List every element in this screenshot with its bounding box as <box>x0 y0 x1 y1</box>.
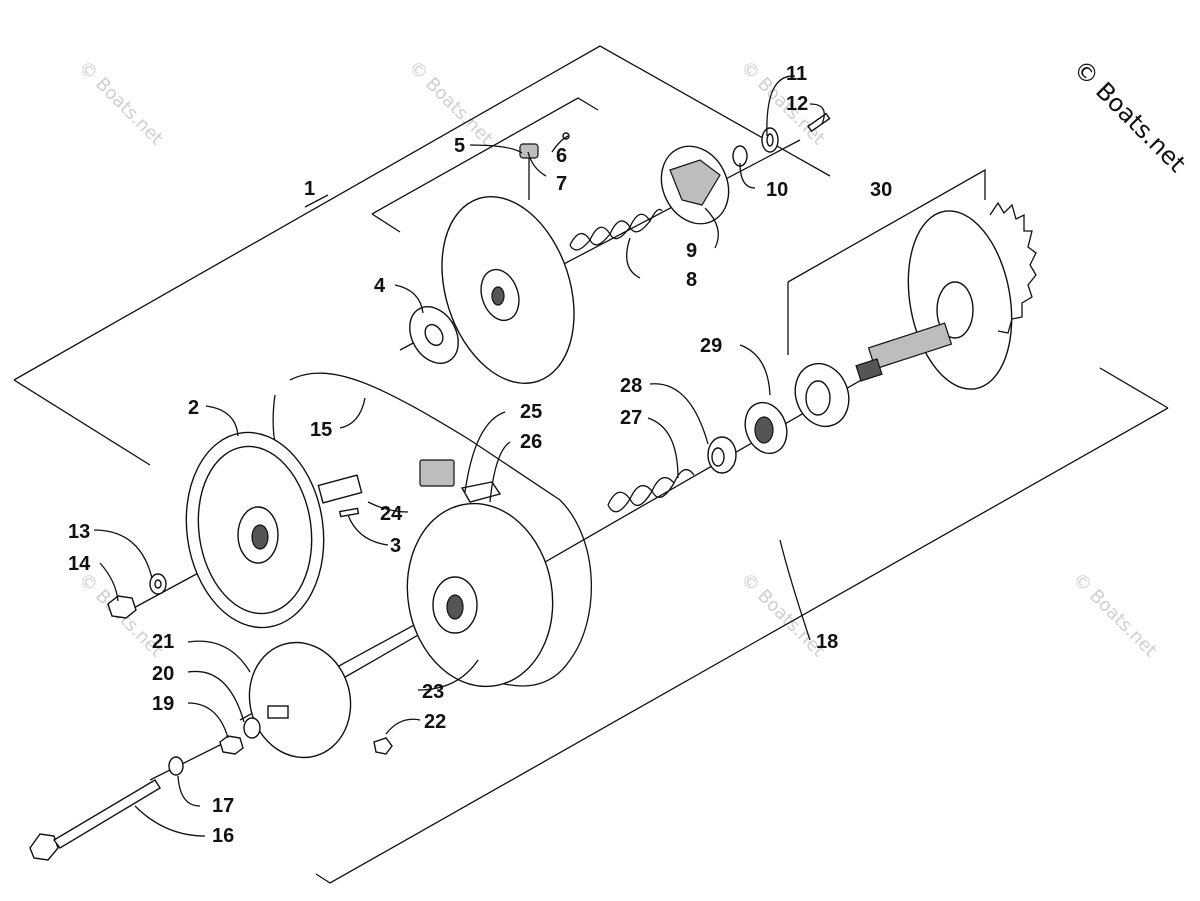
key-part-3 <box>338 507 360 518</box>
callout-11: 11 <box>786 63 807 85</box>
copyright-text: © Boats.net <box>1068 54 1191 177</box>
pulley-part-23 <box>406 502 554 688</box>
callout-17: 17 <box>212 795 234 817</box>
clip-part-26 <box>460 481 502 503</box>
watermark: © Boats.net <box>1068 569 1160 661</box>
leader-lines <box>93 75 825 837</box>
callout-5: 5 <box>454 135 465 157</box>
assembly-bracket-5 <box>371 97 599 233</box>
nut-part-14 <box>107 595 137 619</box>
callout-19: 19 <box>152 693 174 715</box>
washer-part-4 <box>409 306 459 364</box>
washer-part-17 <box>168 756 184 776</box>
callout-12: 12 <box>786 93 808 115</box>
clip-part-22 <box>373 737 393 755</box>
callout-24: 24 <box>380 503 403 525</box>
callout-22: 22 <box>424 711 446 733</box>
bearing-part-28 <box>744 401 788 455</box>
callout-27: 27 <box>620 407 642 429</box>
fastener-part-7 <box>519 143 539 200</box>
spring-part-8 <box>569 208 663 251</box>
clip-part-25 <box>419 459 455 487</box>
assembly-bracket-30 <box>787 168 986 355</box>
callout-6: 6 <box>556 145 567 167</box>
callout-10: 10 <box>766 179 788 201</box>
callout-7: 7 <box>556 173 567 195</box>
nut-part-19 <box>219 735 244 755</box>
bolt-part-16 <box>29 779 161 861</box>
assembly-bracket-18 <box>315 367 1169 884</box>
callout-18: 18 <box>816 631 838 653</box>
assembly-bracket-1 <box>13 45 831 466</box>
callout-21: 21 <box>152 631 174 653</box>
sheave-part-5 <box>441 196 575 384</box>
callout-26: 26 <box>520 431 542 453</box>
watermark: © Boats.net <box>404 57 496 149</box>
callout-14: 14 <box>68 553 91 575</box>
pulley-part-2 <box>185 431 325 629</box>
watermark: © Boats.net <box>74 57 166 149</box>
fan-part-21 <box>248 641 352 759</box>
callout-2: 2 <box>188 397 199 419</box>
callout-29: 29 <box>700 335 722 357</box>
bearing-part-29 <box>794 362 850 428</box>
callout-1: 1 <box>304 178 315 200</box>
cam-part-9 <box>660 145 730 225</box>
callout-8: 8 <box>686 269 697 291</box>
washer-part-20 <box>243 717 261 739</box>
gear-sheave-part-30 <box>855 201 1037 390</box>
callout-15: 15 <box>310 419 332 441</box>
spring-part-27-coil <box>607 468 695 513</box>
watermark: © Boats.net <box>736 57 828 149</box>
shaft-part-24 <box>317 474 363 504</box>
callout-13: 13 <box>68 521 90 543</box>
callout-9: 9 <box>686 240 697 262</box>
callout-16: 16 <box>212 825 234 847</box>
callout-4: 4 <box>374 275 386 297</box>
washer-part-13 <box>149 573 167 595</box>
bushing-part-27 <box>707 436 737 474</box>
washer-part-11 <box>761 127 779 153</box>
callout-3: 3 <box>390 535 401 557</box>
callout-28: 28 <box>620 375 642 397</box>
callout-30: 30 <box>870 179 892 201</box>
callout-labels: 1 2 3 4 5 6 7 8 9 10 11 12 13 14 15 16 1… <box>68 63 892 847</box>
callout-23: 23 <box>422 681 444 703</box>
callout-25: 25 <box>520 401 542 423</box>
callout-20: 20 <box>152 663 174 685</box>
